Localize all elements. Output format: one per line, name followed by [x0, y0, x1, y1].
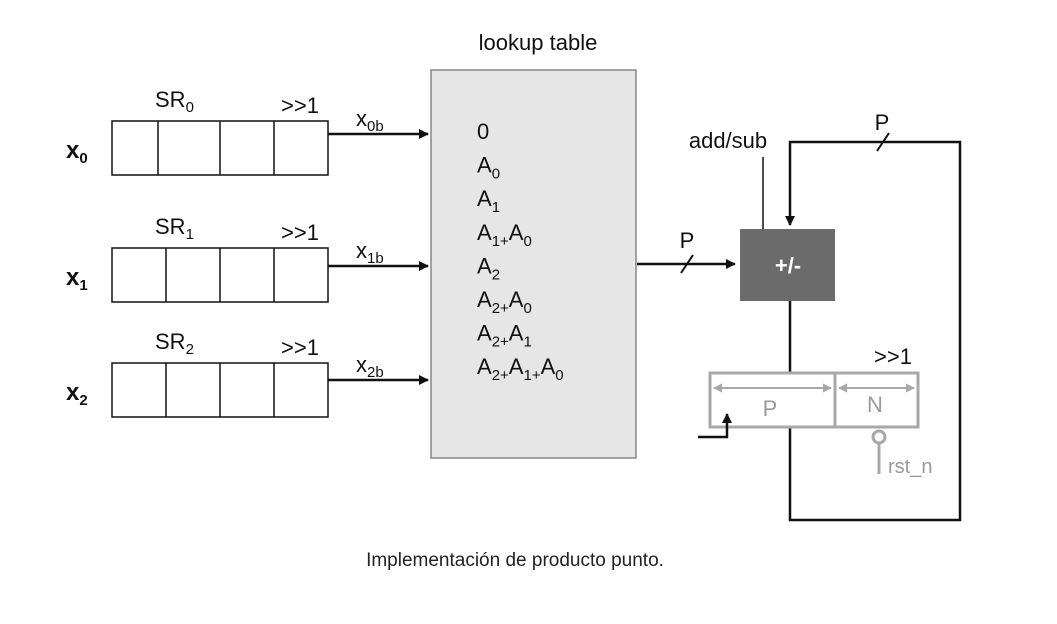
- bus-width-slash-feedback: [876, 132, 890, 152]
- lookup-table-entry: A2+A1: [477, 321, 532, 351]
- input-label-x1: x1: [66, 264, 88, 294]
- lookup-table-box: [430, 69, 637, 459]
- lookup-table-entry: A2: [477, 253, 500, 283]
- lookup-table-entry: A1+A0: [477, 220, 532, 250]
- lookup-table-entry: A0: [477, 153, 500, 183]
- lookup-table-entry: 0: [477, 119, 489, 144]
- input-label-x0: x0: [66, 137, 88, 167]
- bus-width-label-feedback: P: [875, 110, 890, 135]
- accumulator-shift-label: >>1: [874, 344, 912, 369]
- bus-width-label-input: P: [680, 228, 695, 253]
- lookup-table-title: lookup table: [479, 30, 598, 55]
- lookup-table-entry: A1: [477, 186, 500, 216]
- shift-registers: x0 SR0 >>1 x0b x1 SR1 >>1 x1b x2 SR2 >>1 x2b: [66, 87, 429, 418]
- shift-register-0: x0 SR0 >>1 x0b: [66, 87, 429, 176]
- feedback-loop: [785, 140, 962, 522]
- input-label-x2: x2: [66, 379, 88, 409]
- accumulator-p-label: P: [763, 396, 778, 421]
- accumulator-register: [708, 371, 920, 429]
- register-shift-label: >>1: [281, 93, 319, 118]
- reset-pin-icon: [871, 429, 887, 445]
- figure-caption: Implementación de producto punto.: [366, 550, 664, 571]
- adder-subtractor: [740, 229, 835, 301]
- reset-label: rst_n: [888, 456, 932, 478]
- accumulator-n-label: N: [867, 392, 883, 417]
- register-bit-label: x1b: [356, 238, 384, 267]
- clock-input: [698, 413, 732, 439]
- register-name-sr1: SR1: [155, 214, 194, 243]
- register-bit-label: x2b: [356, 352, 384, 381]
- shift-register-1: x1 SR1 >>1 x1b: [66, 214, 429, 303]
- register-name-sr0: SR0: [155, 87, 194, 116]
- shift-register-2: x2 SR2 >>1 x2b: [66, 329, 429, 418]
- register-bit-label: x0b: [356, 106, 384, 135]
- lookup-table-entry: A2+A1+A0: [477, 354, 564, 384]
- add-sub-label: add/sub: [689, 128, 767, 153]
- register-shift-label: >>1: [281, 220, 319, 245]
- register-name-sr2: SR2: [155, 329, 194, 358]
- adder-label: +/-: [775, 253, 801, 278]
- register-shift-label: >>1: [281, 335, 319, 360]
- bus-width-slash-input: [680, 254, 694, 274]
- lookup-table-entry: A2+A0: [477, 287, 532, 317]
